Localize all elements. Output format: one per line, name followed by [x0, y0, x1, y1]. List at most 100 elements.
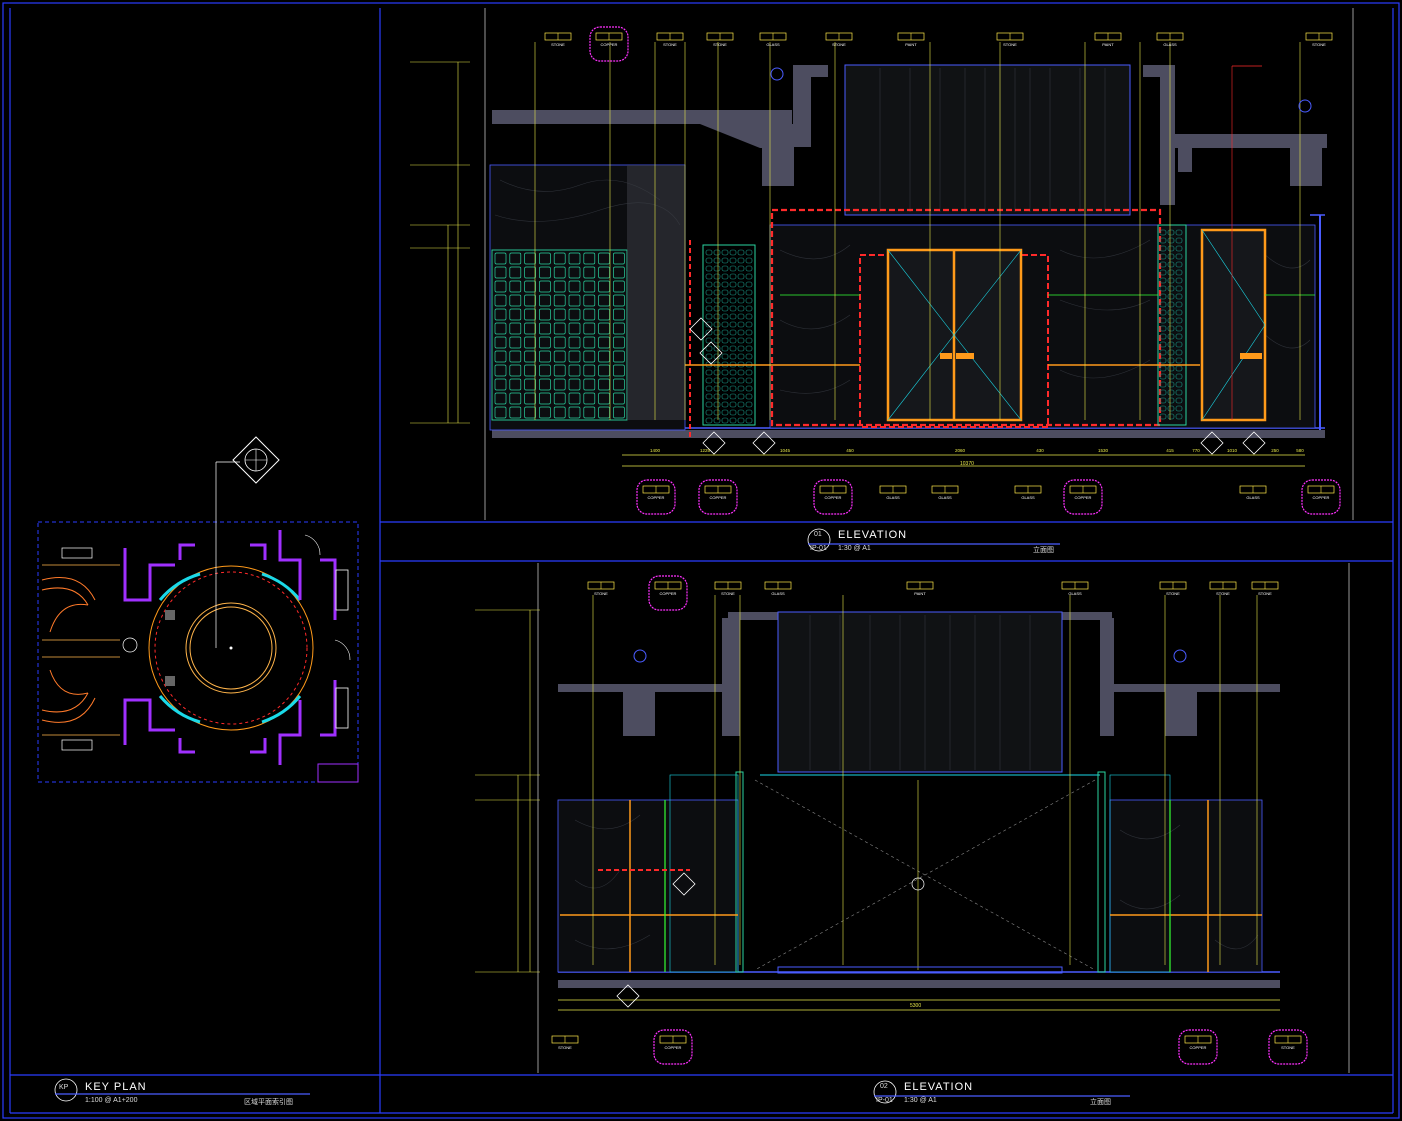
screen-cell: [1159, 333, 1167, 340]
screen-cell: [1159, 389, 1167, 396]
revision-cloud-icon: [1301, 479, 1341, 515]
screen-cell: [729, 353, 737, 360]
screen-cell: [1175, 269, 1183, 276]
screen-cell: [721, 353, 729, 360]
glass-block: [583, 266, 596, 279]
screen-cell: [737, 289, 745, 296]
screen-cell: [1175, 237, 1183, 244]
screen-cell: [1167, 357, 1175, 364]
material-tag: GLASS: [1239, 485, 1267, 500]
screen-cell: [713, 401, 721, 408]
screen-cell: [1159, 365, 1167, 372]
material-tag: STONE: [1268, 1029, 1308, 1065]
elevation-01-sheet-ref: IP-01: [810, 545, 827, 552]
glass-block: [598, 378, 610, 391]
glass-block: [583, 406, 596, 419]
revision-cloud-icon: [648, 575, 688, 611]
revision-cloud-icon: [1268, 1029, 1308, 1065]
elevation-01-scale: 1:30 @ A1: [838, 545, 871, 552]
screen-cell: [1175, 365, 1183, 372]
title-block-elevation-01: [807, 528, 1060, 552]
glass-block: [568, 294, 581, 307]
glass-block: [494, 322, 507, 335]
elevation-02-id: 02: [880, 1083, 888, 1090]
screen-cell: [721, 337, 729, 344]
screen-cell: [1159, 325, 1167, 332]
glass-block: [568, 280, 581, 293]
screen-cell: [721, 257, 729, 264]
elevation-01-title: ELEVATION: [838, 529, 908, 541]
screen-cell: [1175, 261, 1183, 268]
material-tag: PAINT: [906, 581, 934, 596]
screen-cell: [705, 289, 713, 296]
svg-text:STONE: STONE: [558, 1045, 572, 1050]
glass-block: [539, 336, 551, 349]
screen-cell: [729, 337, 737, 344]
screen-cell: [721, 321, 729, 328]
screen-cell: [1175, 301, 1183, 308]
glass-block: [613, 336, 625, 349]
material-tag: GLASS: [1156, 32, 1184, 47]
screen-cell: [1175, 285, 1183, 292]
screen-cell: [745, 369, 753, 376]
material-tag: COPPER: [589, 26, 629, 62]
glass-block: [553, 378, 566, 391]
dimension-label: 1225: [700, 448, 711, 453]
screen-cell: [721, 369, 729, 376]
screen-cell: [737, 417, 745, 424]
material-tag: STONE: [1159, 581, 1187, 596]
screen-cell: [729, 393, 737, 400]
screen-cell: [705, 385, 713, 392]
key-plan-id: KP: [59, 1084, 69, 1091]
svg-text:STONE: STONE: [1003, 42, 1017, 47]
screen-cell: [1175, 357, 1183, 364]
e2-level-dims: [475, 609, 540, 973]
screen-cell: [713, 377, 721, 384]
glass-block: [494, 252, 507, 265]
dimension-label: 415: [1166, 448, 1174, 453]
dimension-label: 1010: [1227, 448, 1238, 453]
screen-cell: [1159, 413, 1167, 420]
screen-cell: [729, 369, 737, 376]
glass-block: [613, 364, 625, 377]
svg-text:GLASS: GLASS: [886, 495, 900, 500]
glass-block: [613, 280, 625, 293]
screen-cell: [1175, 341, 1183, 348]
screen-cell: [1159, 381, 1167, 388]
screen-cell: [1159, 309, 1167, 316]
glass-block: [494, 336, 507, 349]
glass-block: [598, 322, 610, 335]
screen-cell: [1175, 317, 1183, 324]
screen-cell: [737, 401, 745, 408]
material-tag: STONE: [1209, 581, 1237, 596]
glass-block: [539, 350, 551, 363]
elevation-01-id: 01: [814, 531, 822, 538]
glass-block: [509, 378, 522, 391]
glass-block: [553, 336, 566, 349]
glass-block: [509, 392, 522, 405]
screen-cell: [737, 377, 745, 384]
revision-cloud-icon: [1063, 479, 1103, 515]
screen-cell: [705, 369, 713, 376]
svg-text:STONE: STONE: [551, 42, 565, 47]
e1-side-door: [1200, 228, 1267, 422]
screen-cell: [705, 337, 713, 344]
material-tag: GLASS: [1014, 485, 1042, 500]
screen-cell: [729, 313, 737, 320]
glass-block: [598, 266, 610, 279]
dimension-label: 430: [1036, 448, 1044, 453]
glass-block: [553, 364, 566, 377]
screen-cell: [729, 329, 737, 336]
screen-cell: [1167, 397, 1175, 404]
glass-block: [509, 266, 522, 279]
screen-cell: [745, 353, 753, 360]
dimension-label: 770: [1192, 448, 1200, 453]
screen-cell: [721, 281, 729, 288]
screen-cell: [721, 297, 729, 304]
screen-cell: [713, 249, 721, 256]
screen-cell: [721, 305, 729, 312]
screen-cell: [745, 257, 753, 264]
e2-leaders: [592, 595, 1258, 965]
